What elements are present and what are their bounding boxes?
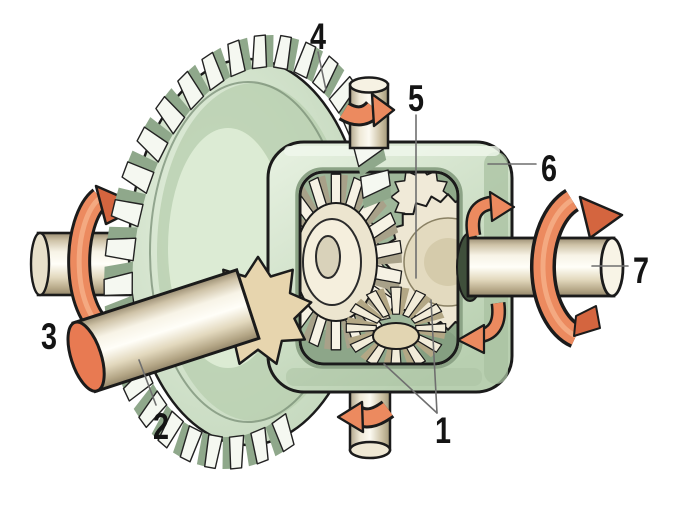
gear-tooth [138,390,168,429]
callout-6: 6 [541,148,557,189]
ribbon-arrowhead [578,195,624,240]
gear-tooth [330,173,342,206]
right-axle-rotation-arrow-icon [530,188,624,348]
leader-1a [383,363,438,414]
gear-tooth [110,198,144,228]
ribbon-highlight [540,197,578,339]
callout-1: 1 [435,410,451,451]
gear-tooth [312,55,339,94]
gear-tooth [121,161,155,195]
housing-arrow-top [467,198,493,237]
gear-tooth [103,271,134,297]
gear-tooth [203,433,224,470]
leader-4 [317,51,327,91]
housing-rotation-arrows [456,190,516,355]
ribbon-tail [573,305,601,337]
gear-tooth [201,51,225,92]
callout-2: 2 [153,406,169,447]
bottom-pinion-shaft [336,390,395,460]
gear-tooth [272,34,292,71]
top-pinion-shaft [338,76,396,150]
drive-shaft [66,267,261,394]
spider-gear-bottom-hub [372,322,420,350]
top-shaft-cap [348,76,390,94]
housing-bottom-shade [286,368,482,386]
gear-tooth [250,426,269,465]
callout-4: 4 [310,16,326,57]
left-axle-end-cap [29,231,51,297]
gear-tooth [415,323,447,333]
side-gear-left-detail [294,202,378,322]
gear-tooth [349,303,382,324]
gear-tooth [157,410,185,449]
top-shaft-band [340,102,380,124]
gear-tooth [251,34,268,70]
gear-tooth [390,286,402,315]
gear-tooth [330,318,342,351]
bottom-shaft-cap [348,440,392,460]
callout-5: 5 [408,78,424,119]
gear-tooth [359,169,391,199]
gear-tooth [227,39,246,78]
leader-2 [138,359,157,406]
bottom-shaft-arrowhead-icon [336,400,365,434]
callout-7: 7 [633,250,649,291]
gear-tooth [136,126,169,163]
gear-tooth [177,70,205,111]
side-gear-left-bore [315,235,341,279]
callouts: 1 2 3 4 5 6 7 [41,16,649,451]
housing-top-highlight [284,146,500,156]
housing-arrow-top-head-icon [488,190,516,223]
gear-tooth [410,303,443,324]
gear-tooth-shade [361,196,387,227]
gear-tooth [228,434,245,470]
gear-tooth [104,237,137,262]
gear-tooth [345,323,377,333]
gear-tooth [155,95,186,135]
gear-tooth-shade [185,64,210,103]
gear-tooth [179,425,203,463]
leader-1b [430,299,438,414]
drive-shaft-end-cap [66,320,106,393]
gear-tooth [402,289,427,318]
top-shaft-arrowhead-icon [370,92,396,128]
gear-tooth [365,289,390,318]
callout-3: 3 [41,316,57,357]
gear-tooth-shade [133,383,162,420]
gear-tooth [293,41,317,79]
housing-arrow-bottom-head-icon [456,323,486,355]
right-axle-end-cap [599,236,625,298]
gear-tooth [271,413,295,453]
